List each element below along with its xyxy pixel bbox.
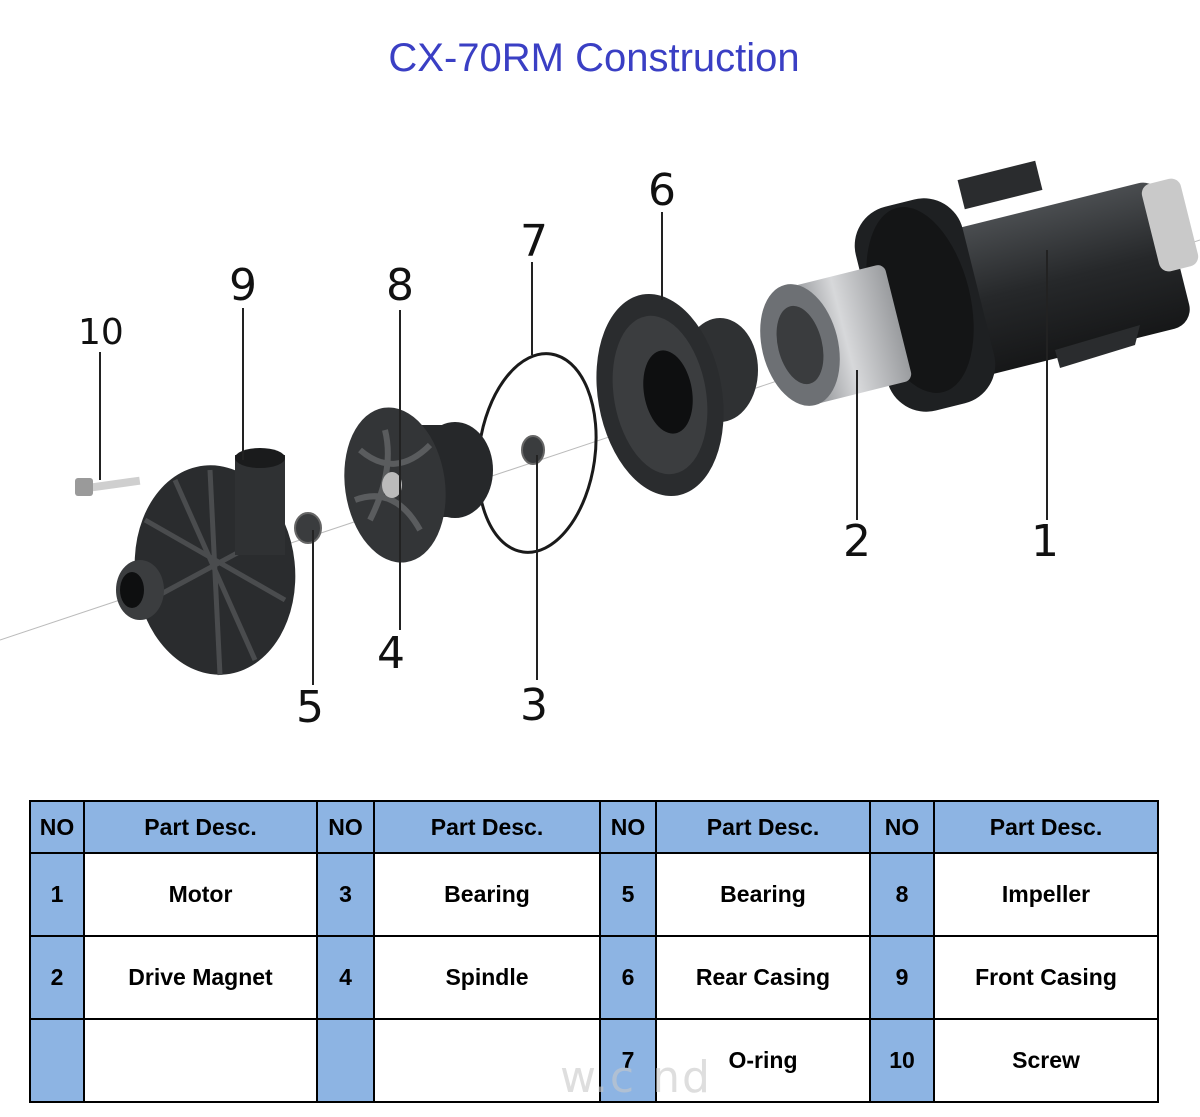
cell-desc: Drive Magnet — [83, 935, 318, 1020]
callout-4: 4 — [377, 628, 405, 679]
cell-no: 7 — [599, 1018, 657, 1103]
callout-2: 2 — [843, 516, 871, 567]
bearing-3-part — [521, 435, 545, 465]
cell-desc: Spindle — [373, 935, 601, 1020]
cell-desc — [373, 1018, 601, 1103]
cell-desc: Front Casing — [933, 935, 1159, 1020]
callout-9: 9 — [229, 260, 257, 311]
header-no: NO — [599, 800, 657, 854]
bearing-5-part — [294, 512, 322, 544]
cell-desc — [83, 1018, 318, 1103]
cell-no — [316, 1018, 375, 1103]
callout-1: 1 — [1031, 516, 1059, 567]
callout-8: 8 — [386, 260, 414, 311]
cell-no: 6 — [599, 935, 657, 1020]
header-no: NO — [316, 800, 375, 854]
impeller-part — [344, 407, 493, 563]
cell-desc: Rear Casing — [655, 935, 871, 1020]
screw-part — [75, 476, 141, 496]
diagram-title: CX-70RM Construction — [388, 36, 800, 80]
table-header-row: NO Part Desc. NO Part Desc. NO Part Desc… — [29, 800, 1159, 854]
callout-7: 7 — [520, 216, 548, 267]
cell-no: 10 — [869, 1018, 935, 1103]
cell-desc: O-ring — [655, 1018, 871, 1103]
rear-casing-part — [596, 293, 758, 497]
watermark: w.c nd — [560, 1052, 712, 1103]
cell-desc: Impeller — [933, 852, 1159, 937]
cell-no: 8 — [869, 852, 935, 937]
cell-desc: Bearing — [655, 852, 871, 937]
cell-no: 2 — [29, 935, 85, 1020]
callout-6: 6 — [648, 165, 676, 216]
header-part-desc: Part Desc. — [373, 800, 601, 854]
cell-no: 3 — [316, 852, 375, 937]
callout-10: 10 — [78, 312, 124, 353]
parts-table: NO Part Desc. NO Part Desc. NO Part Desc… — [29, 800, 1159, 1103]
callout-5: 5 — [296, 682, 324, 733]
header-part-desc: Part Desc. — [655, 800, 871, 854]
header-part-desc: Part Desc. — [933, 800, 1159, 854]
leader-lines — [99, 212, 1048, 685]
callout-3: 3 — [520, 680, 548, 731]
cell-desc: Screw — [933, 1018, 1159, 1103]
table-row: 2 Drive Magnet 4 Spindle 6 Rear Casing 9… — [29, 935, 1159, 1020]
cell-no: 5 — [599, 852, 657, 937]
cell-no: 9 — [869, 935, 935, 1020]
cell-desc: Motor — [83, 852, 318, 937]
table-row: 7 O-ring 10 Screw — [29, 1018, 1159, 1103]
cell-no: 1 — [29, 852, 85, 937]
header-part-desc: Part Desc. — [83, 800, 318, 854]
cell-no: 4 — [316, 935, 375, 1020]
table-row: 1 Motor 3 Bearing 5 Bearing 8 Impeller — [29, 852, 1159, 937]
front-casing-part — [116, 448, 296, 676]
cell-desc: Bearing — [373, 852, 601, 937]
header-no: NO — [29, 800, 85, 854]
exploded-view-diagram: 1 2 3 4 5 6 7 8 9 10 — [0, 160, 1200, 733]
header-no: NO — [869, 800, 935, 854]
cell-no — [29, 1018, 85, 1103]
drive-magnet-part — [760, 265, 912, 406]
